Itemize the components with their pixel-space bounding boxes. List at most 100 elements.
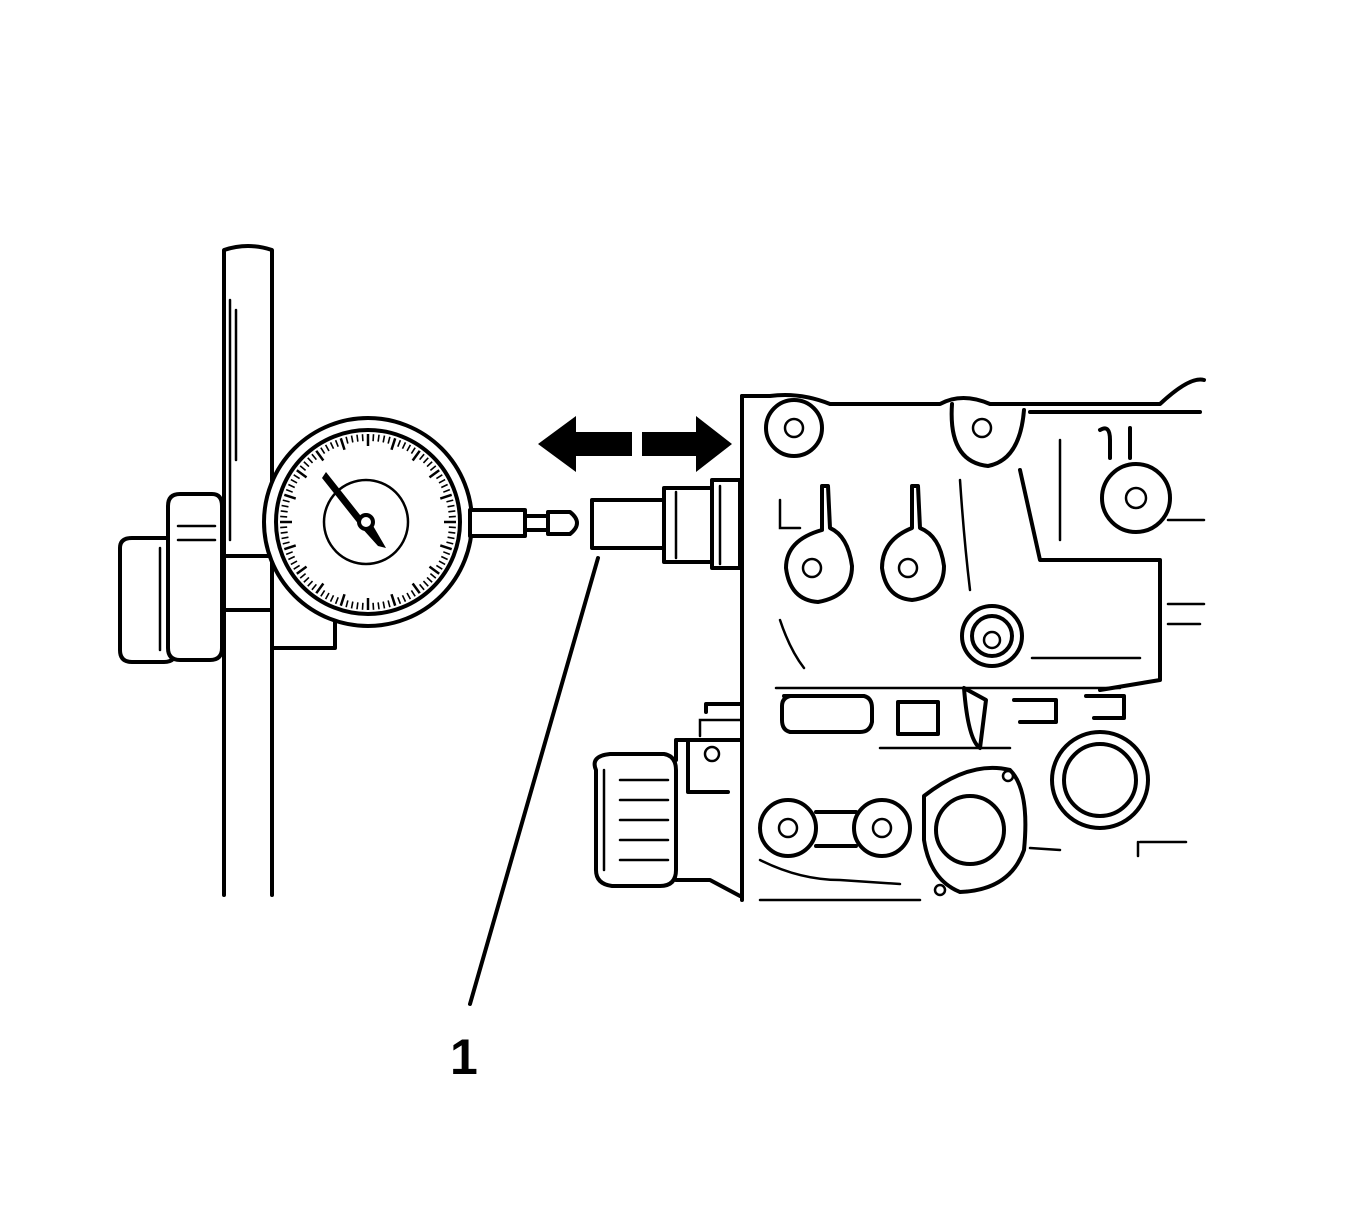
dial-tick [397, 597, 402, 605]
dial-tick [334, 439, 339, 447]
dial-tick [439, 493, 453, 500]
dial-tick [296, 565, 308, 575]
dial-tick [315, 582, 325, 594]
dial-tick [440, 483, 448, 489]
dial-tick [428, 469, 440, 479]
dial-tick [320, 589, 326, 597]
dial-tick [447, 504, 455, 508]
dial-tick [406, 592, 412, 600]
dial-tick [406, 444, 412, 452]
dial-tick [285, 488, 293, 493]
dial-tick [290, 560, 298, 566]
dial-tick [345, 600, 349, 608]
leader-line [468, 556, 600, 1006]
dial-tick [315, 450, 325, 462]
dial-tick [410, 589, 416, 597]
dial-tick [401, 442, 407, 450]
dial-tick [303, 576, 310, 583]
transmission-housing [740, 377, 1206, 902]
dial-tick [439, 544, 453, 551]
dial-tick [438, 478, 446, 484]
dial-indicator-stand [118, 244, 337, 897]
dial-tick [426, 576, 433, 583]
dial-tick [397, 439, 402, 447]
dial-tick [281, 504, 289, 508]
dial-tick [290, 478, 298, 484]
dial-tick [320, 447, 326, 455]
callout-label: 1 [450, 1029, 478, 1085]
dial-tick [411, 582, 421, 594]
dial-tick [282, 541, 290, 545]
dial-tick [429, 465, 437, 471]
dial-tick [296, 469, 308, 479]
dial-tick [356, 602, 359, 610]
dial-tick [390, 593, 397, 607]
dial-tick [438, 560, 446, 566]
dial-tick [401, 594, 407, 602]
dial-tick [440, 555, 448, 561]
dial-tick [293, 564, 301, 570]
dial-tick [350, 435, 354, 443]
dial-tick [299, 465, 307, 471]
dial-tick [390, 437, 397, 451]
dial-indicator [262, 416, 579, 628]
clamp-knob [118, 492, 224, 664]
dial-tick [329, 442, 335, 450]
double-headed-arrow-icon [538, 416, 732, 472]
dial-tick [350, 601, 354, 609]
dial-tick [311, 453, 317, 461]
dial-tick [443, 551, 451, 556]
dial-tick [377, 602, 380, 610]
dial-tick [285, 551, 293, 556]
dial-tick [307, 580, 314, 587]
dial-tick [426, 461, 433, 468]
dial-tick [446, 541, 454, 545]
dial-tick [282, 499, 290, 503]
dial-tick [448, 510, 456, 513]
dial-tick [280, 531, 288, 534]
dial-tick [422, 580, 429, 587]
dial-scale-ticks [280, 434, 456, 610]
dial-tick [299, 573, 307, 579]
dial-tick [293, 474, 301, 480]
dial-tick [283, 493, 297, 500]
dial-tick [410, 447, 416, 455]
dial-tick [411, 450, 421, 462]
dial-tick [303, 461, 310, 468]
dial-tick [280, 510, 288, 513]
dial-tick [339, 437, 346, 451]
dial-tick [435, 474, 443, 480]
dial-tick [311, 583, 317, 591]
dial-tick [419, 453, 425, 461]
dial-tick [429, 573, 437, 579]
dial-tick [422, 457, 429, 464]
dial-tick [334, 597, 339, 605]
dial-tick [329, 594, 335, 602]
output-shaft [590, 478, 742, 570]
side-cover-component [592, 702, 744, 898]
dial-tick [382, 601, 386, 609]
dial-tick [283, 544, 297, 551]
dial-tick [339, 593, 346, 607]
dial-tick [382, 435, 386, 443]
dial-tick [419, 583, 425, 591]
dial-tick [435, 564, 443, 570]
dial-tick [447, 536, 455, 540]
dial-tick [324, 444, 330, 452]
dial-tick [324, 592, 330, 600]
dial-tick [307, 457, 314, 464]
dial-tick [448, 531, 456, 534]
dial-tick [288, 555, 296, 561]
callout-1: 1 [450, 556, 600, 1085]
dial-tick [387, 600, 391, 608]
dial-tick [345, 436, 349, 444]
dial-tick [281, 536, 289, 540]
dial-tick [443, 488, 451, 493]
dial-tick [288, 483, 296, 489]
dial-tick [446, 499, 454, 503]
dial-tick [387, 436, 391, 444]
dial-tick [428, 565, 440, 575]
dial-tick [356, 434, 359, 442]
dial-tick [377, 434, 380, 442]
